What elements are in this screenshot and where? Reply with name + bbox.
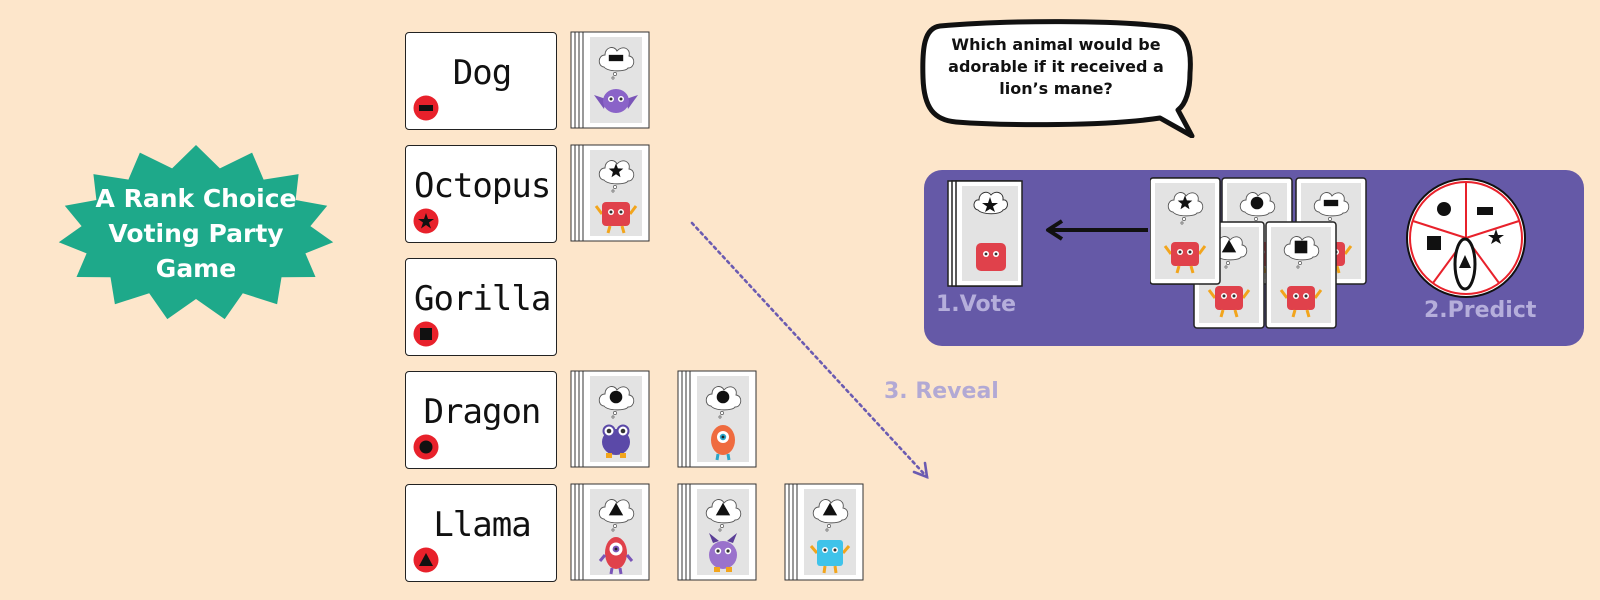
vote-card-stack[interactable] [677,370,761,470]
predict-wheel-icon[interactable] [1404,176,1528,300]
answer-card-gorilla[interactable]: Gorilla [405,258,557,356]
vote-card-stack[interactable] [677,483,761,583]
step-reveal-label: 3. Reveal [884,379,999,404]
vote-predict-panel: 1.Vote 2.Predict [924,170,1584,346]
step-vote-label: 1.Vote [936,292,1017,317]
answer-card-dog[interactable]: Dog [405,32,557,130]
hand-of-cards[interactable] [1150,176,1380,336]
answer-label: Octopus [414,166,551,206]
title-badge-icon [58,145,334,320]
triangle-icon [413,547,439,573]
vote-card-stack[interactable] [570,144,654,244]
answer-label: Llama [433,505,531,545]
circle-icon [413,434,439,460]
vote-card-stack[interactable] [570,31,654,131]
vote-card-stack[interactable] [570,370,654,470]
answer-card-octopus[interactable]: Octopus [405,145,557,243]
square-icon [413,321,439,347]
speech-bubble-icon [920,19,1195,138]
answer-label: Dog [452,53,512,93]
voted-card-stack[interactable] [946,178,1024,290]
answer-label: Gorilla [414,279,551,319]
minus-icon [413,95,439,121]
star-icon [413,208,439,234]
vote-card-stack[interactable] [570,483,654,583]
answer-label: Dragon [423,392,542,432]
step-predict-label: 2.Predict [1424,298,1537,323]
game-title: A Rank Choice Voting Party Game [95,183,297,283]
answer-card-llama[interactable]: Llama [405,484,557,582]
reveal-arrow-icon [690,221,929,480]
answer-card-dragon[interactable]: Dragon [405,371,557,469]
vote-card-stack[interactable] [784,483,868,583]
vote-arrow-icon [1046,219,1148,241]
question-text: Which animal would be adorable if it rec… [948,35,1164,98]
